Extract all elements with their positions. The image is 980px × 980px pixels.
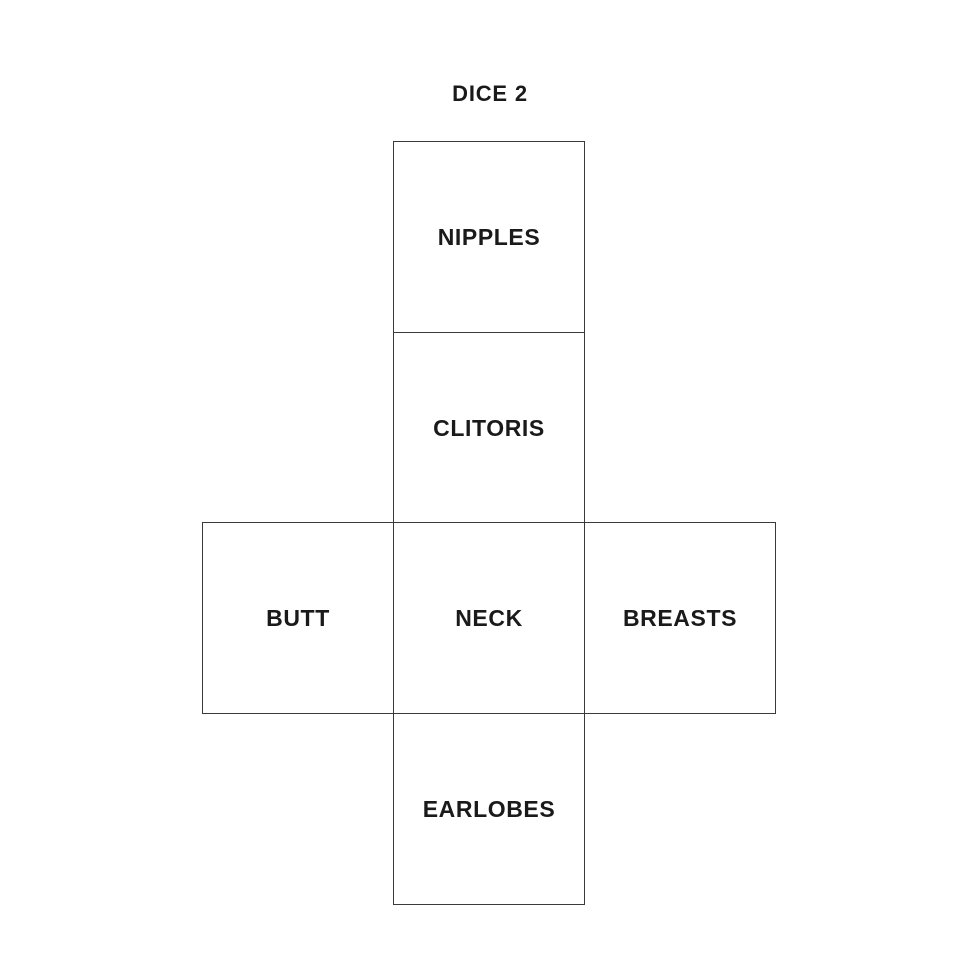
dice-face-nipples[interactable]: NIPPLES xyxy=(393,141,585,333)
dice-face-label: BREASTS xyxy=(622,604,738,631)
dice-face-neck[interactable]: NECK xyxy=(393,522,585,714)
page-title: DICE 2 xyxy=(452,81,528,106)
dice-face-clitoris[interactable]: CLITORIS xyxy=(393,332,585,524)
dice-face-earlobes[interactable]: EARLOBES xyxy=(393,713,585,905)
dice-face-label: NIPPLES xyxy=(437,223,541,250)
dice-net: NIPPLES CLITORIS BUTT NECK BREASTS EARLO… xyxy=(202,141,778,906)
dice-face-label: EARLOBES xyxy=(422,795,556,822)
dice-face-label: NECK xyxy=(455,604,523,631)
dice-face-breasts[interactable]: BREASTS xyxy=(584,522,776,714)
dice-face-label: BUTT xyxy=(266,604,330,631)
dice-face-butt[interactable]: BUTT xyxy=(202,522,394,714)
dice-face-label: CLITORIS xyxy=(433,414,545,441)
